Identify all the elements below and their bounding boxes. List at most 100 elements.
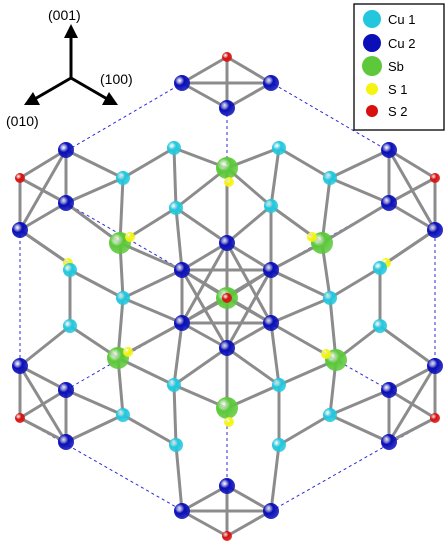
bond <box>387 176 437 205</box>
atom-s2 <box>222 293 232 303</box>
atom-s2 <box>222 531 232 541</box>
atom-s1 <box>224 417 234 427</box>
atom-cu1 <box>323 171 337 185</box>
atom-cu2 <box>219 478 235 494</box>
bond <box>18 176 68 205</box>
atom-cu1 <box>167 378 181 392</box>
bond <box>387 416 437 444</box>
bond <box>328 413 391 444</box>
bond <box>225 204 273 245</box>
bond <box>18 201 68 232</box>
atom-cu1 <box>116 408 130 422</box>
bond <box>121 268 184 300</box>
bond <box>121 146 176 180</box>
atom-cu2 <box>219 100 235 116</box>
bond <box>269 321 281 387</box>
bond <box>320 201 391 245</box>
atom-cu1 <box>272 438 286 452</box>
bond <box>269 443 281 513</box>
atom-cu1 <box>272 141 286 155</box>
atom-cu2 <box>58 142 74 158</box>
bond <box>269 268 332 300</box>
atom-cu2 <box>381 382 397 398</box>
bond <box>269 146 281 208</box>
atom-s1 <box>224 177 234 187</box>
legend-swatch-s1-icon <box>366 83 378 95</box>
atom-cu2 <box>174 75 190 91</box>
atom-cu2 <box>12 222 28 238</box>
axis-010-arrow-icon <box>24 92 40 105</box>
bond <box>269 296 332 325</box>
bond <box>64 148 125 180</box>
atom-cu2 <box>263 262 279 278</box>
atom-cu1 <box>63 319 77 333</box>
axis-label-100: (100) <box>100 71 133 87</box>
atom-cu2 <box>174 315 190 331</box>
bond <box>180 509 229 538</box>
bond <box>18 364 68 392</box>
atom-cu1 <box>264 199 278 213</box>
atom-s2 <box>15 173 25 183</box>
bond <box>64 176 125 205</box>
bond <box>387 148 437 180</box>
bond <box>180 484 229 513</box>
bond <box>18 416 68 444</box>
bond <box>118 241 184 272</box>
atom-cu2 <box>174 503 190 519</box>
axis-label-001: (001) <box>48 7 81 23</box>
legend-label-sb: Sb <box>388 59 404 74</box>
bond <box>18 388 68 420</box>
atom-cu2 <box>263 503 279 519</box>
bond <box>328 148 391 180</box>
bond <box>172 146 178 210</box>
atom-cu2 <box>58 195 74 211</box>
legend-label-s2: S 2 <box>388 104 408 119</box>
bond <box>225 321 273 350</box>
atom-cu2 <box>381 195 397 211</box>
atom-cu2 <box>58 434 74 450</box>
bond <box>387 388 437 420</box>
axis-indicator: (001) (100) (010) <box>6 7 133 129</box>
atom-cu1 <box>373 319 387 333</box>
atom-cu2 <box>263 75 279 91</box>
atom-cu1 <box>116 171 130 185</box>
bond <box>64 388 125 417</box>
bond <box>68 268 125 300</box>
bond <box>225 509 273 538</box>
bond <box>121 296 184 325</box>
atom-cu1 <box>169 438 183 452</box>
bond <box>172 346 229 387</box>
bond <box>180 241 229 272</box>
bond <box>328 266 382 300</box>
atom-cu2 <box>381 434 397 450</box>
bond <box>180 321 229 350</box>
axis-001-arrow-icon <box>64 24 78 38</box>
bond <box>174 206 184 272</box>
bond <box>18 148 68 180</box>
atom-s2 <box>15 413 25 423</box>
legend-label-cu1: Cu 1 <box>388 12 415 27</box>
atom-cu1 <box>323 291 337 305</box>
atom-s2 <box>222 52 232 62</box>
legend-swatch-cu1-icon <box>363 10 381 28</box>
bond <box>328 176 391 205</box>
axis-100-line <box>70 76 110 102</box>
bond <box>64 201 122 245</box>
bond <box>18 324 72 368</box>
atom-sb <box>216 157 238 179</box>
atom-cu2 <box>219 340 235 356</box>
bond <box>174 206 229 245</box>
axis-010-line <box>32 76 72 102</box>
bond <box>172 321 184 387</box>
bond <box>172 383 178 447</box>
bond <box>277 413 332 447</box>
bond <box>180 81 229 110</box>
atom-s1 <box>123 347 133 357</box>
bond <box>328 388 391 417</box>
legend-label-cu2: Cu 2 <box>388 36 415 51</box>
atom-cu1 <box>169 201 183 215</box>
bond <box>378 324 437 368</box>
atom-cu2 <box>427 358 443 374</box>
bond <box>225 81 273 110</box>
